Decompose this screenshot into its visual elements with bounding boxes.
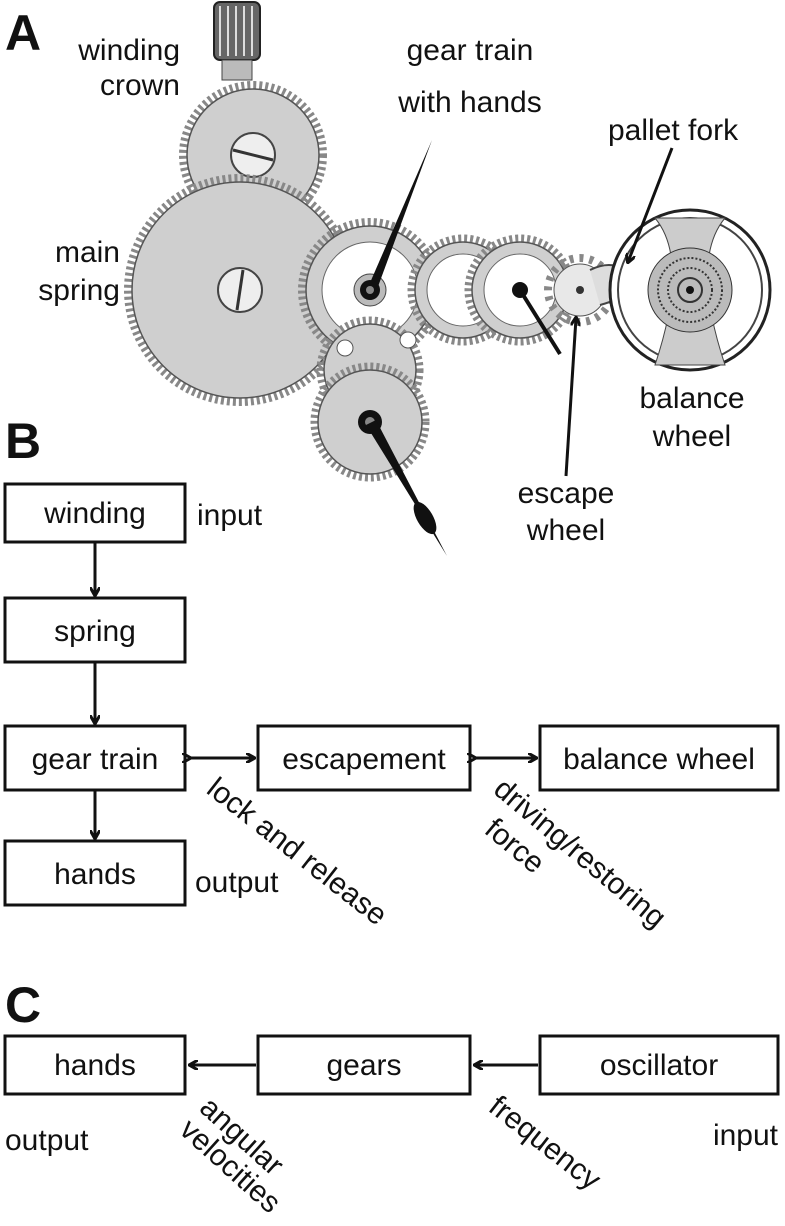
label-balance-wheel: wheel <box>652 420 731 453</box>
label-gear-train: gear train <box>407 34 534 67</box>
label-escape: escape <box>518 477 615 510</box>
box-escapement: escapement <box>256 724 472 792</box>
svg-text:winding: winding <box>43 497 146 530</box>
svg-text:hands: hands <box>54 1049 136 1082</box>
panel-label-c: C <box>5 977 41 1033</box>
label-input: input <box>197 499 263 532</box>
seconds-hand <box>518 288 562 356</box>
balance-wheel-shape <box>608 208 772 372</box>
box-winding: winding <box>3 482 187 544</box>
label-main: main <box>55 236 120 269</box>
svg-text:hands: hands <box>54 858 136 891</box>
svg-text:escapement: escapement <box>282 743 446 776</box>
label-with-hands: with hands <box>397 86 541 119</box>
escape-wheel-pointer <box>564 318 576 477</box>
panel-label-b: B <box>5 413 41 469</box>
label-c-output: output <box>5 1124 89 1157</box>
pallet-fork-pointer <box>628 147 674 262</box>
box-gear-train: gear train <box>3 724 187 792</box>
minute-hand <box>366 140 432 292</box>
box-balance-wheel: balance wheel <box>538 724 780 792</box>
box-spring: spring <box>3 596 187 664</box>
svg-text:gears: gears <box>326 1049 401 1082</box>
label-winding: winding <box>77 34 180 67</box>
svg-text:spring: spring <box>54 615 136 648</box>
svg-text:gear train: gear train <box>32 743 159 776</box>
box-hands: hands <box>3 839 187 907</box>
box-c-hands: hands <box>3 1034 187 1096</box>
label-spring: spring <box>38 274 120 307</box>
label-crown: crown <box>100 69 180 102</box>
label-escape-wheel: wheel <box>526 514 605 547</box>
panel-label-a: A <box>5 5 41 61</box>
svg-text:balance wheel: balance wheel <box>563 743 755 776</box>
label-output: output <box>195 866 279 899</box>
mechanism-illustration <box>124 1 772 556</box>
label-balance: balance <box>639 382 744 415</box>
label-pallet-fork: pallet fork <box>608 114 739 147</box>
label-c-input: input <box>713 1119 779 1152</box>
label-lock-and-release: lock and release <box>201 772 393 933</box>
box-c-gears: gears <box>256 1034 472 1096</box>
svg-text:oscillator: oscillator <box>600 1049 718 1082</box>
label-frequency: frequency <box>483 1090 607 1197</box>
box-c-oscillator: oscillator <box>538 1034 780 1096</box>
